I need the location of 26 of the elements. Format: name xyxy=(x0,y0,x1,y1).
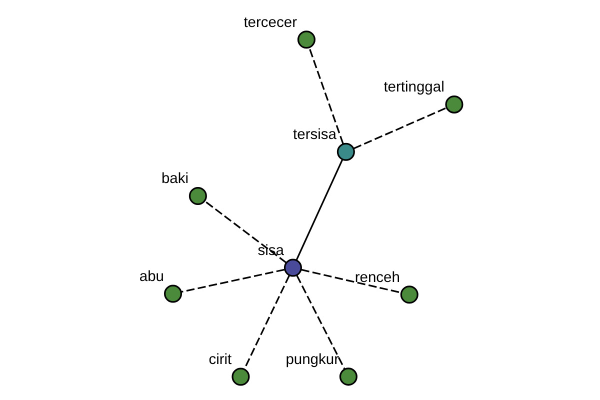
node-label: tersisa xyxy=(292,127,336,144)
connector xyxy=(296,275,345,370)
connector xyxy=(308,47,344,144)
node-circle xyxy=(164,284,182,303)
connector xyxy=(300,268,401,294)
node-label: pungkur xyxy=(285,352,338,368)
node-circle xyxy=(283,258,302,277)
node-circle xyxy=(400,286,418,304)
node-label: sisa xyxy=(257,242,284,259)
node-label: cirit xyxy=(208,352,232,368)
connector xyxy=(352,107,446,150)
node-circle xyxy=(296,30,315,49)
node-circle xyxy=(336,142,354,161)
node-circle xyxy=(188,186,206,205)
connector xyxy=(180,268,284,293)
node-circle xyxy=(338,368,357,386)
node-label: tertinggal xyxy=(383,80,444,96)
connector xyxy=(243,275,290,370)
node-label: tercecer xyxy=(243,14,297,31)
node-label: baki xyxy=(160,171,188,188)
connector xyxy=(204,200,286,264)
node-label: renceh xyxy=(354,270,400,286)
node-circle xyxy=(444,95,463,114)
node-circle xyxy=(231,368,250,386)
connector xyxy=(295,159,343,261)
node-label: abu xyxy=(138,268,164,285)
